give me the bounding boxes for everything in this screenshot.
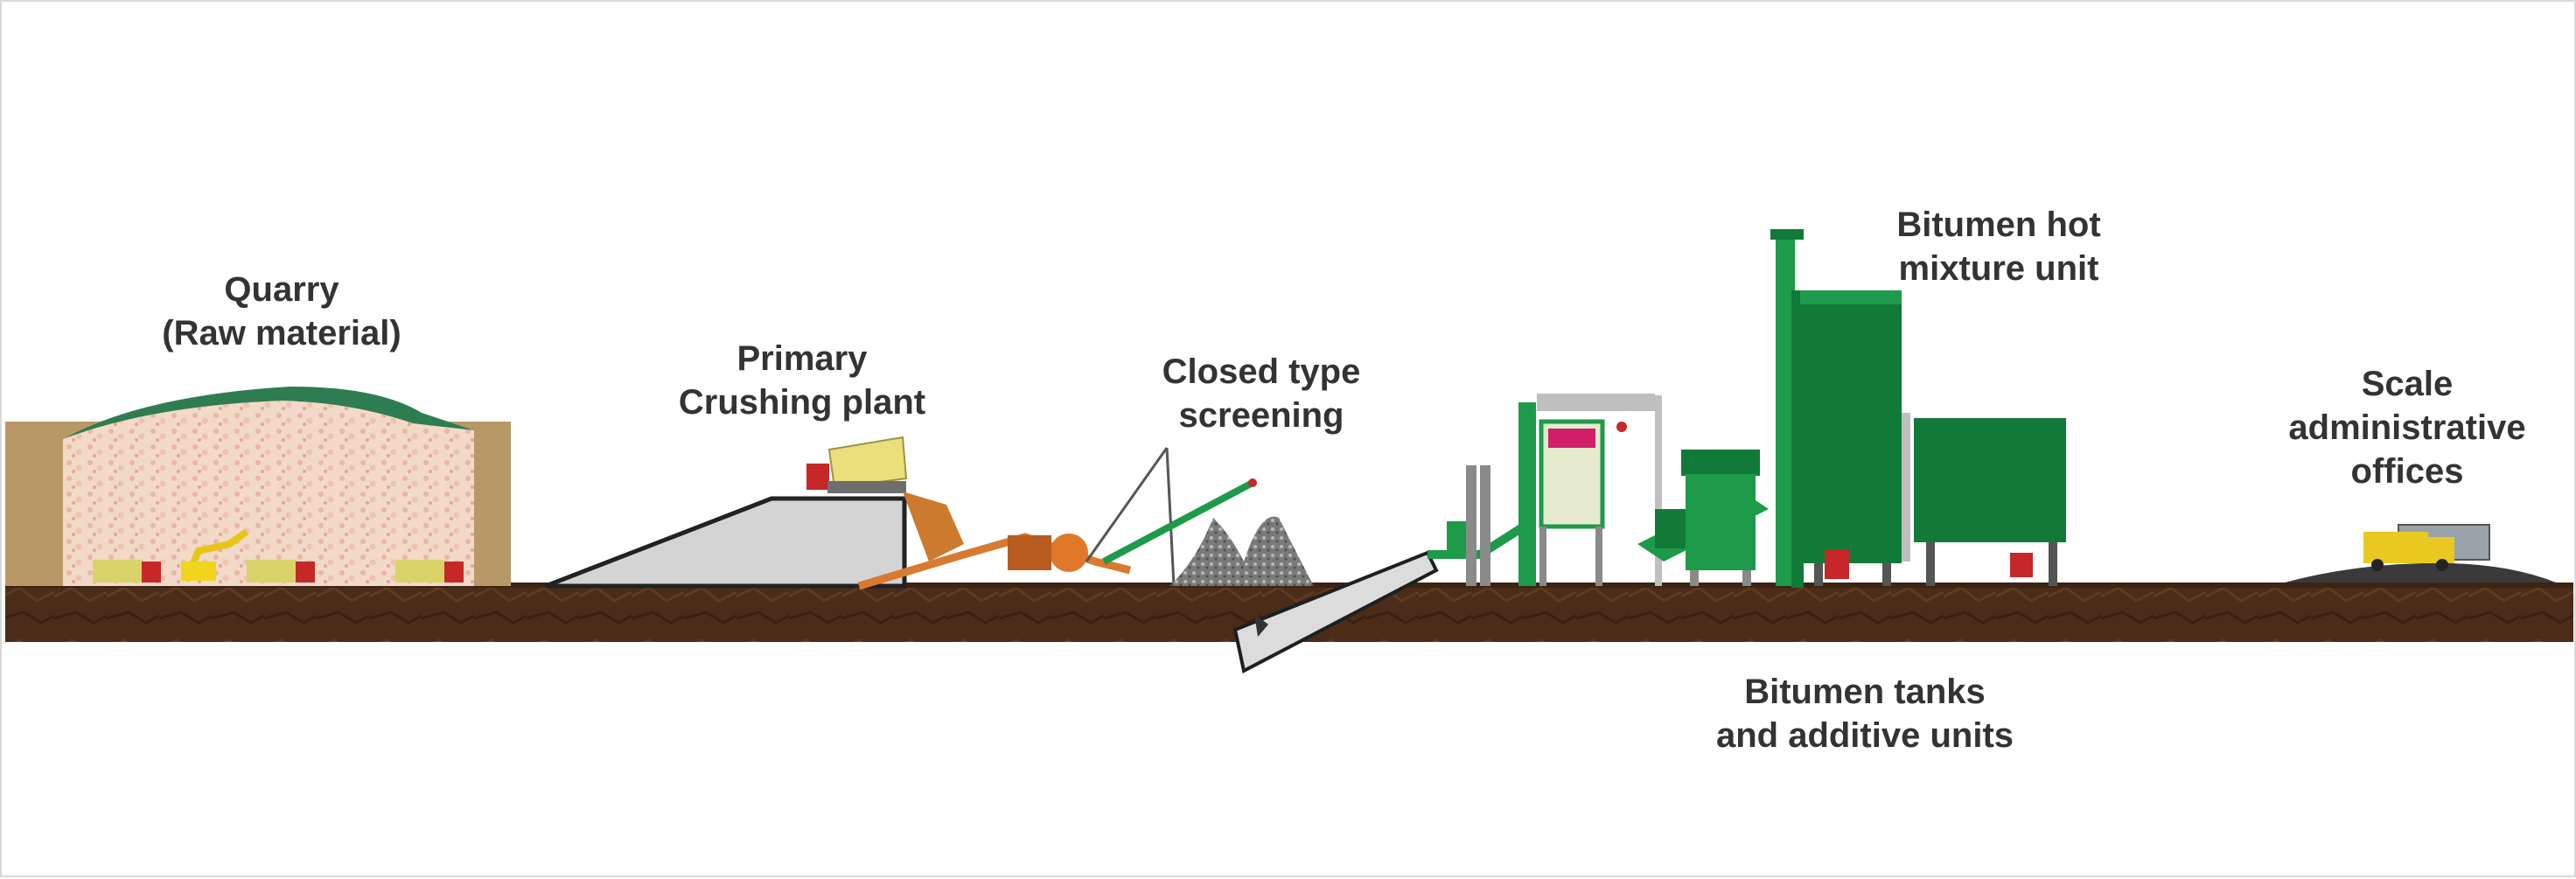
offices-label-line-1: Scale bbox=[2361, 365, 2454, 403]
crushing-plant-label: Primary Crushing plant bbox=[649, 337, 955, 424]
bitumen-plant-illustration bbox=[1428, 229, 2066, 588]
screening-illustration bbox=[1085, 447, 1439, 673]
screening-label-line-2: screening bbox=[1178, 396, 1344, 435]
screening-label: Closed type screening bbox=[1121, 350, 1401, 437]
hot-mix-unit-label-line-1: Bitumen hot bbox=[1896, 206, 2101, 244]
crushing-plant-label-line-1: Primary bbox=[736, 339, 868, 378]
quarry-illustration bbox=[5, 387, 511, 586]
crushing-plant-illustration bbox=[545, 436, 1132, 590]
quarry-label-line-2: (Raw material) bbox=[162, 314, 401, 352]
hot-mix-unit-label: Bitumen hot mixture unit bbox=[1854, 203, 2143, 290]
offices-label-line-2: administrative bbox=[2288, 408, 2526, 447]
bitumen-tanks-label-line-2: and additive units bbox=[1715, 716, 2014, 755]
offices-illustration bbox=[2285, 524, 2556, 583]
offices-label: Scale administrative offices bbox=[2250, 362, 2565, 493]
hot-mix-unit-label-line-2: mixture unit bbox=[1898, 249, 2099, 288]
quarry-label: Quarry (Raw material) bbox=[124, 268, 439, 355]
bitumen-tanks-label: Bitumen tanks and additive units bbox=[1646, 670, 2084, 757]
bitumen-tanks-label-line-1: Bitumen tanks bbox=[1744, 673, 1986, 711]
screening-label-line-1: Closed type bbox=[1162, 352, 1361, 391]
offices-label-line-3: offices bbox=[2350, 452, 2464, 491]
quarry-label-line-1: Quarry bbox=[224, 270, 339, 309]
crushing-plant-label-line-2: Crushing plant bbox=[678, 383, 926, 422]
